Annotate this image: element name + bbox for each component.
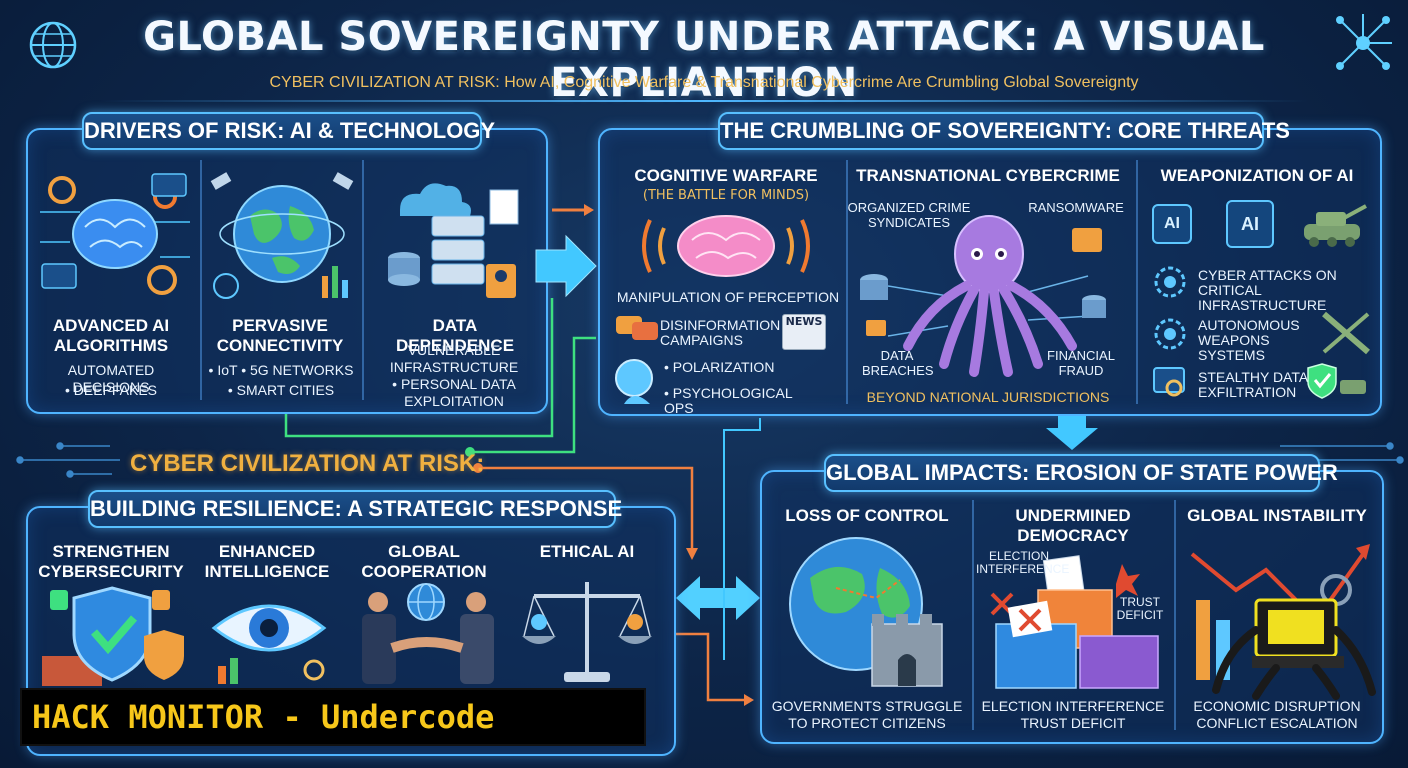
driver-bullet-conn-1: • IoT • 5G NETWORKS [208, 362, 354, 378]
cognitive-item-polarization: • POLARIZATION [664, 359, 775, 375]
line-green-drivers [284, 298, 554, 438]
network-node-icon [1336, 14, 1392, 70]
watermark-banner: HACK MONITOR - Undercode [20, 688, 646, 746]
driver-bullet-ai-2: • DEEPFAKES [64, 382, 158, 398]
cybercrime-label-breaches: DATA BREACHES [862, 348, 934, 378]
driver-divider-1 [200, 160, 202, 400]
cybercrime-title: TRANSNATIONAL CYBERCRIME [856, 166, 1120, 185]
driver-title-ai: ADVANCED AI ALGORITHMS [52, 316, 170, 355]
line-orange-risk-head [686, 548, 698, 560]
weapon-item-autonomous: AUTONOMOUS WEAPONS SYSTEMS [1198, 317, 1300, 363]
ai-chip-icon: AI [1152, 204, 1192, 244]
impact-caption-loss: GOVERNMENTS STRUGGLE TO PROTECT CITIZENS [771, 698, 963, 731]
cognitive-caption: MANIPULATION OF PERCEPTION [616, 289, 840, 305]
driver-bullet-data-2: • PERSONAL DATA EXPLOITATION [392, 376, 516, 409]
democracy-label-trust: TRUST DEFICIT [1116, 595, 1164, 622]
octopus-icon [860, 215, 1106, 377]
resilience-title-intel: ENHANCED INTELLIGENCE [204, 542, 330, 581]
shield-vehicle-icon [1307, 363, 1366, 399]
drivers-heading: DRIVERS OF RISK: AI & TECHNOLOGY [82, 112, 495, 150]
brain-waves-icon [642, 215, 810, 277]
impacts-heading: GLOBAL IMPACTS: EROSION OF STATE POWER [824, 454, 1338, 492]
line-orange-lower [676, 632, 744, 702]
resilience-title-cyber: STRENGTHEN CYBERSECURITY [38, 542, 184, 581]
target-gear-icon [1154, 266, 1186, 298]
weapon-item-exfiltration: STEALTHY DATA EXFILTRATION [1198, 369, 1308, 400]
ai-network-icon: AI [1226, 200, 1274, 248]
eye-icon [211, 604, 327, 684]
watermark-text: HACK MONITOR - Undercode [32, 698, 495, 736]
line-orange-lower-head [744, 694, 754, 706]
data-server-icon [388, 183, 519, 298]
speech-head-icon [615, 316, 658, 404]
instability-chart-icon [1190, 544, 1376, 700]
page-subtitle: CYBER CIVILIZATION AT RISK: How AI, Cogn… [269, 74, 1139, 91]
shield-check-icon [42, 586, 184, 686]
democracy-label-interference: ELECTION INTERFERENCE [976, 549, 1070, 576]
ballot-boxes-icon [990, 555, 1159, 689]
impact-divider-2 [1174, 500, 1176, 730]
cognitive-item-disinfo: DISINFORMATION CAMPAIGNS [660, 317, 781, 348]
news-icon: NEWS [782, 314, 826, 350]
node-orange [473, 463, 483, 473]
drone-icon [1322, 311, 1370, 355]
risk-label: CYBER CIVILIZATION AT RISK: [130, 450, 485, 477]
weaponization-title: WEAPONIZATION OF AI [1160, 166, 1354, 185]
node-green [465, 447, 475, 457]
autonomous-gear-icon [1154, 318, 1186, 350]
connectivity-globe-icon [210, 172, 354, 299]
resilience-heading: BUILDING RESILIENCE: A STRATEGIC RESPONS… [88, 490, 622, 528]
threat-divider-1 [846, 160, 848, 404]
arrow-main-cyan [535, 234, 597, 298]
scales-icon [522, 582, 652, 682]
cybercrime-label-fraud: FINANCIAL FRAUD [1047, 348, 1115, 378]
news-label: NEWS [785, 315, 823, 328]
page-title: GLOBAL SOVEREIGNTY UNDER ATTACK: A VISUA… [143, 14, 1265, 106]
arrow-double [676, 576, 760, 620]
core-threats-heading: THE CRUMBLING OF SOVEREIGNTY: CORE THREA… [718, 112, 1290, 150]
cybercrime-label-syndicates: ORGANIZED CRIME SYNDICATES [847, 200, 971, 230]
resilience-title-coop: GLOBAL COOPERATION [361, 542, 487, 581]
resilience-title-ethics: ETHICAL AI [539, 542, 635, 561]
arrow-orange-top-head [584, 204, 594, 216]
impact-caption-democracy: ELECTION INTERFERENCE TRUST DEFICIT [981, 698, 1165, 731]
circuit-decoration-left [16, 442, 120, 478]
globe-network-icon [29, 21, 77, 69]
ai-brain-icon [40, 173, 190, 295]
driver-bullet-conn-2: • SMART CITIES [227, 382, 335, 398]
tank-icon [1304, 204, 1367, 247]
cybercrime-label-ransomware: RANSOMWARE [1028, 200, 1124, 215]
globe-castle-icon [789, 537, 943, 687]
impact-title-loss: LOSS OF CONTROL [785, 506, 949, 525]
arrow-down-cyan [1046, 416, 1098, 450]
handshake-icon [362, 583, 494, 684]
driver-bullet-ai-1: AUTOMATED DECISIONS [67, 362, 155, 395]
line-cyan-route [723, 418, 761, 660]
cognitive-item-psyops: • PSYCHOLOGICAL OPS [664, 385, 793, 416]
driver-divider-2 [362, 160, 364, 400]
cognitive-subtitle: (THE BATTLE FOR MINDS) [642, 188, 810, 203]
driver-bullet-data-1: VULNERABLE INFRASTRUCTURE [389, 342, 519, 375]
weapon-item-cyberattacks: CYBER ATTACKS ON CRITICAL INFRASTRUCTURE [1198, 267, 1337, 313]
threat-divider-2 [1136, 160, 1138, 404]
impact-divider-1 [972, 500, 974, 730]
driver-title-data: DATA DEPENDENCE [395, 316, 515, 355]
search-screen-icon [1153, 367, 1185, 397]
title-underline [100, 100, 1308, 102]
impact-caption-instability: ECONOMIC DISRUPTION CONFLICT ESCALATION [1193, 698, 1361, 731]
impact-title-democracy: UNDERMINED DEMOCRACY [1015, 506, 1131, 545]
line-green-risk [470, 336, 596, 454]
driver-title-connectivity: PERVASIVE CONNECTIVITY [216, 316, 344, 355]
cybercrime-footer: BEYOND NATIONAL JURISDICTIONS [866, 389, 1110, 405]
line-orange-risk [478, 466, 694, 550]
impact-title-instability: GLOBAL INSTABILITY [1187, 506, 1367, 525]
cognitive-title: COGNITIVE WARFARE [634, 166, 818, 185]
